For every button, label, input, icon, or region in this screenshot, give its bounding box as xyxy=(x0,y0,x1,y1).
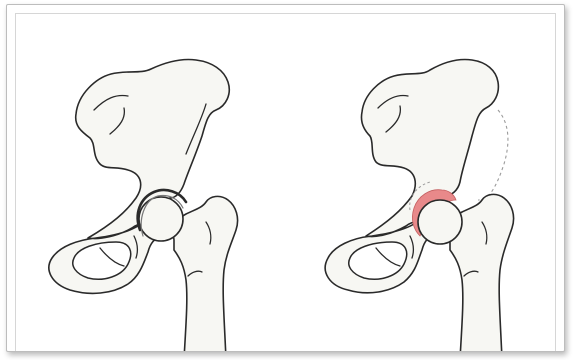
figure-canvas xyxy=(15,13,556,352)
figure-frame xyxy=(6,4,565,352)
left-femoral-head xyxy=(139,197,183,241)
right-femoral-head xyxy=(418,200,462,244)
right-hip-illustration xyxy=(290,14,560,352)
right-dashed-outline xyxy=(478,110,508,200)
left-hip-illustration xyxy=(16,14,291,352)
